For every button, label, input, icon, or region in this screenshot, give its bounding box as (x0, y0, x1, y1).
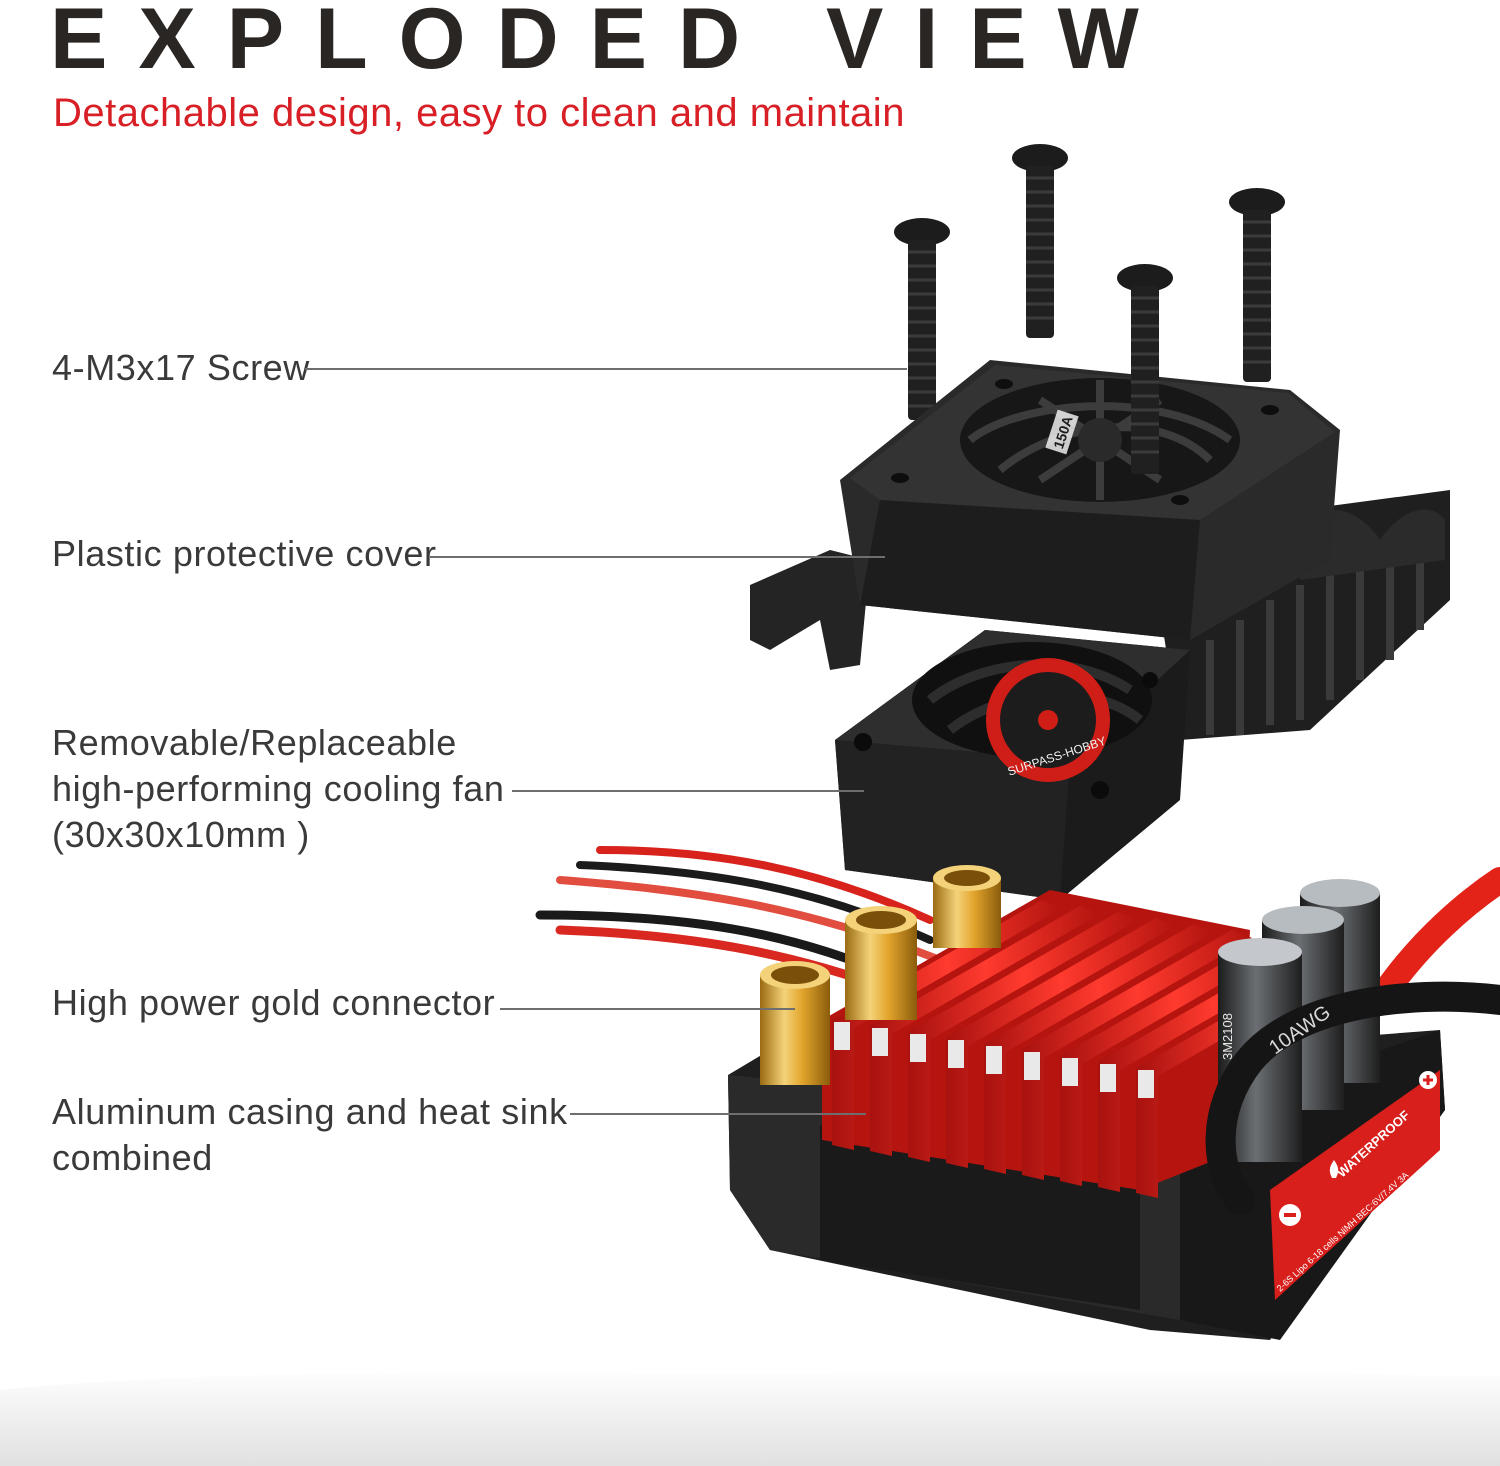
floor-shadow (0, 1367, 1500, 1466)
heat-sink-fin-tip (1100, 1064, 1116, 1092)
leader-line-heatsink (570, 1113, 866, 1115)
heat-sink-fin-tip (1062, 1058, 1078, 1086)
polarity-plus-icon (1419, 1071, 1437, 1089)
heat-sink-fin-tip (834, 1022, 850, 1050)
callout-heatsink: Aluminum casing and heat sink combined (52, 1089, 568, 1181)
callout-heatsink-line-1: Aluminum casing and heat sink (52, 1091, 568, 1132)
heat-sink-fin-tip (986, 1046, 1002, 1074)
waterproof-drop-icon (1329, 1160, 1339, 1178)
callout-fan-line-1: Removable/Replaceable (52, 722, 457, 763)
page-title: EXPLODED VIEW (50, 0, 1170, 87)
screw-4 (1117, 264, 1173, 474)
leader-line-screw (305, 368, 907, 370)
heat-sink-fin-tip (1024, 1052, 1040, 1080)
gold-connector-3 (933, 865, 1001, 948)
callout-fan-line-3: (30x30x10mm ) (52, 814, 310, 855)
heat-sink-fin-tip (910, 1034, 926, 1062)
capacitor-label-text: 3M2108 (1220, 1013, 1235, 1060)
callout-heatsink-line-2: combined (52, 1137, 213, 1178)
power-cable-red (1367, 867, 1500, 1013)
callout-connector: High power gold connector (52, 980, 495, 1026)
cooling-fan: SURPASS-HOBBY (835, 630, 1190, 900)
polarity-minus-icon (1279, 1204, 1301, 1226)
screw-icon (894, 144, 1285, 420)
gold-connector-1 (760, 961, 830, 1085)
screw-1 (894, 218, 950, 420)
screw-3 (1229, 188, 1285, 382)
leader-line-connector (500, 1008, 795, 1010)
heat-sink-fin-tip (948, 1040, 964, 1068)
callout-screw: 4-M3x17 Screw (52, 345, 310, 391)
callout-connector-text: High power gold connector (52, 982, 496, 1023)
callout-cover-text: Plastic protective cover (52, 533, 437, 574)
heat-sink-fin-tip (1138, 1070, 1154, 1098)
page-subtitle: Detachable design, easy to clean and mai… (53, 91, 905, 135)
gold-connectors (760, 865, 1001, 1085)
callout-cover: Plastic protective cover (52, 531, 437, 577)
heat-sink-fin-tip (872, 1028, 888, 1056)
callout-fan-line-2: high-performing cooling fan (52, 768, 505, 809)
leader-line-cover (430, 556, 885, 558)
plastic-protective-cover: 150A (750, 360, 1450, 740)
screw-2 (1012, 144, 1068, 338)
aluminum-heat-sink (822, 890, 1366, 1198)
callout-screw-text: 4-M3x17 Screw (52, 347, 310, 388)
leader-line-fan (512, 790, 864, 792)
gold-connector-2 (845, 906, 917, 1020)
callout-fan: Removable/Replaceable high-performing co… (52, 720, 504, 858)
power-cable-black (1205, 981, 1500, 1215)
